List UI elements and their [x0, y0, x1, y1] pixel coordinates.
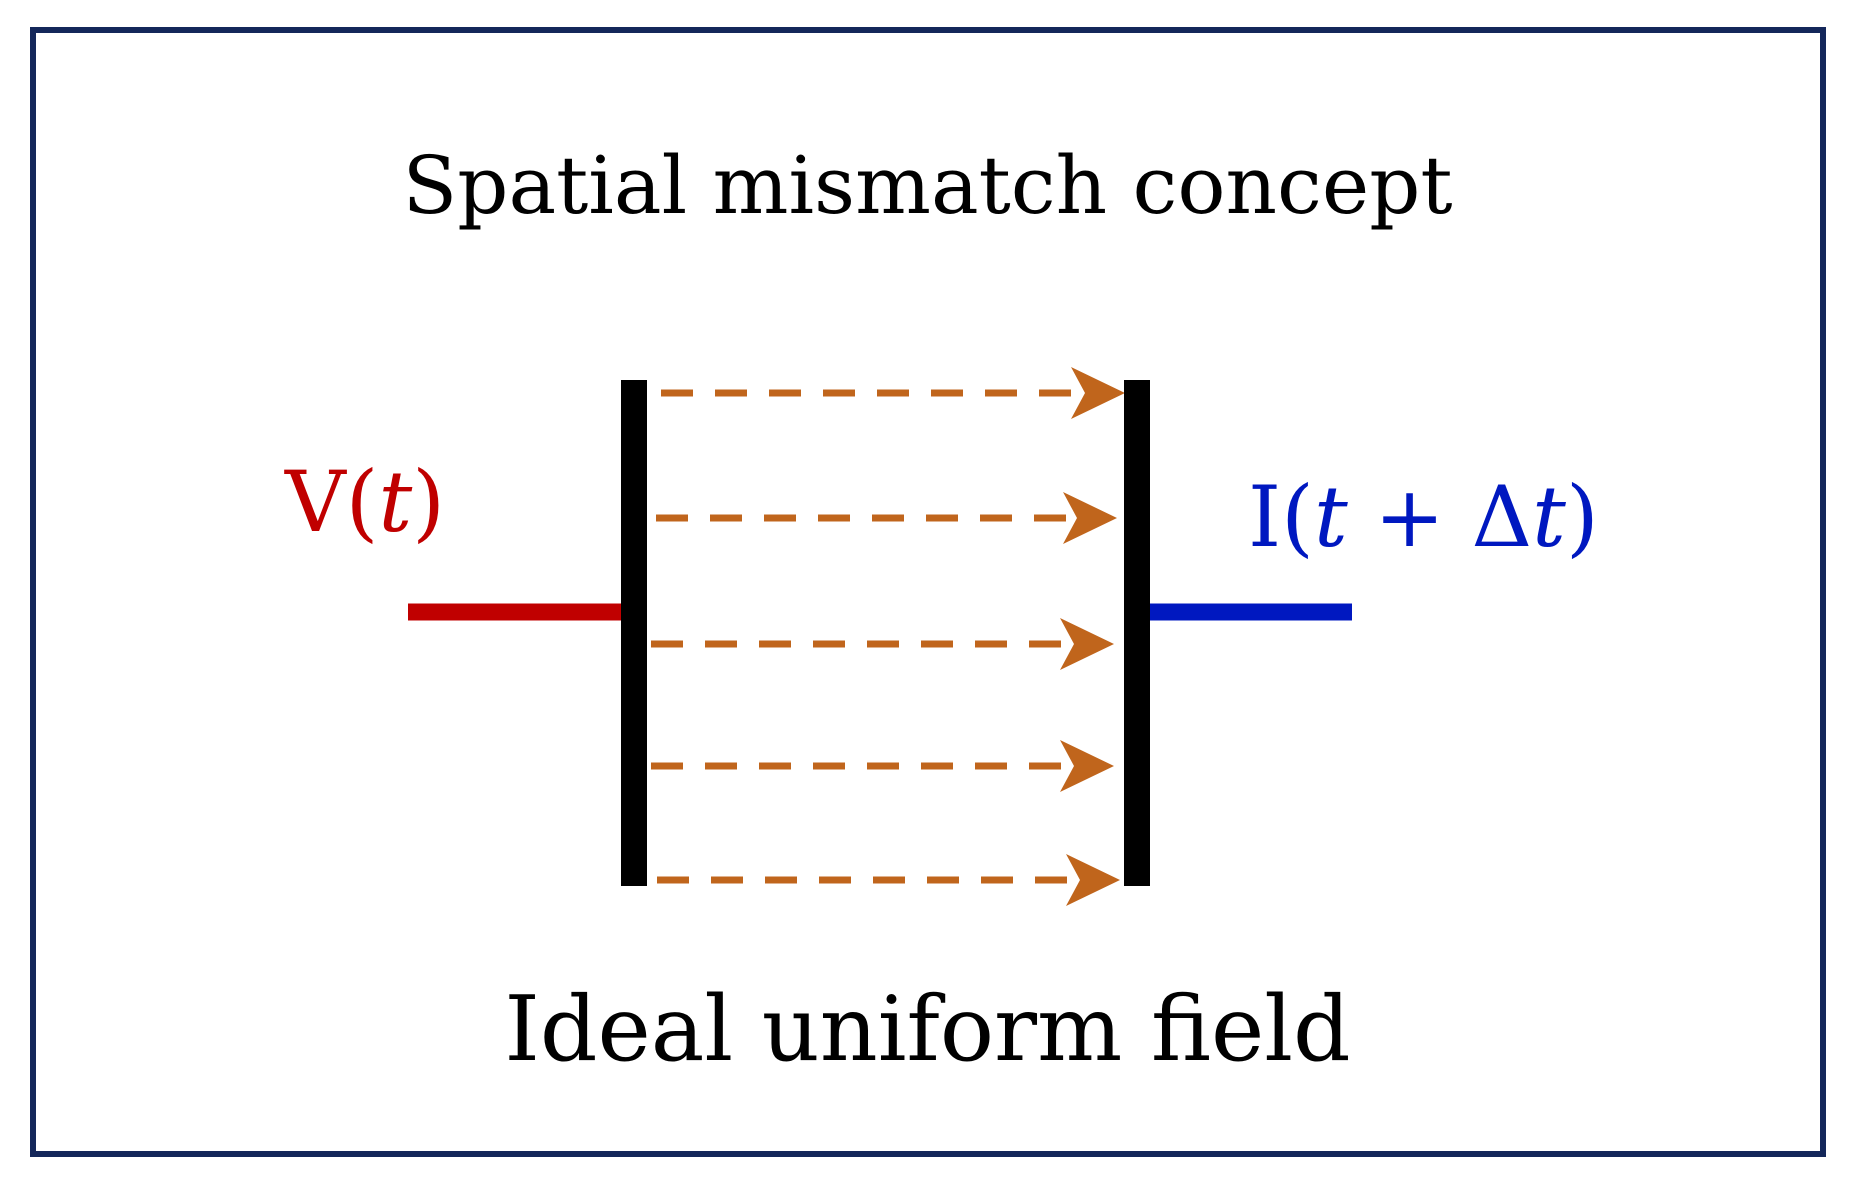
output-label-suffix: )	[1565, 468, 1599, 566]
input-label-prefix: V(	[285, 453, 379, 551]
right-plate	[1124, 380, 1150, 886]
output-current-label: I(t + Δt)	[1248, 475, 1599, 559]
field-arrows	[651, 367, 1125, 906]
field-arrow-head	[1063, 492, 1117, 544]
output-label-var1: t	[1313, 468, 1348, 566]
left-plate	[621, 380, 647, 886]
input-label-suffix: )	[412, 453, 445, 551]
field-arrow-head	[1060, 740, 1114, 792]
output-label-prefix: I(	[1248, 468, 1314, 566]
output-label-op: + Δ	[1347, 468, 1533, 566]
field-arrow-head	[1071, 367, 1125, 419]
output-label-var2: t	[1532, 468, 1566, 566]
diagram-caption: Ideal uniform field	[504, 977, 1351, 1082]
field-arrow-head	[1066, 854, 1120, 906]
input-label-var: t	[378, 453, 413, 551]
diagram-title: Spatial mismatch concept	[402, 139, 1453, 232]
field-arrow-head	[1060, 618, 1114, 670]
input-voltage-label: V(t)	[285, 460, 445, 544]
diagram-frame	[30, 27, 1826, 1157]
